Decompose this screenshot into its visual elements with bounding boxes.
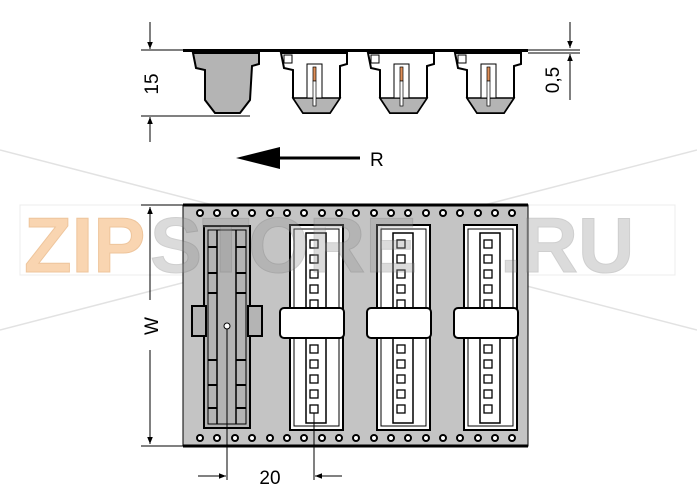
blank-housing-side: [191, 52, 260, 114]
connector-housing-top-1: [279, 224, 345, 480]
housing-side-3: [453, 52, 522, 114]
direction-label: R: [370, 150, 384, 171]
dimension-width: W: [141, 204, 183, 447]
side-view: 15 0,5: [141, 22, 580, 142]
blank-housing-top: [191, 225, 263, 480]
housing-side-2: [366, 52, 435, 114]
svg-text:.RU: .RU: [500, 201, 634, 289]
sprocket-holes: [196, 209, 516, 442]
dimension-width-label: W: [142, 317, 163, 335]
svg-text:STORE: STORE: [150, 201, 417, 289]
connector-housing-top-2: [366, 224, 432, 431]
direction-indicator: R: [236, 147, 384, 171]
dimension-pitch: 20: [198, 468, 342, 489]
top-view: W 20: [141, 203, 529, 489]
svg-text:ZIP: ZIP: [24, 201, 145, 289]
dimension-height-label: 15: [142, 73, 163, 94]
watermark-text: ZIP: [24, 201, 146, 290]
dimension-offset-label: 0,5: [543, 67, 564, 93]
dimension-offset: 0,5: [528, 22, 580, 100]
housing-side-1: [279, 52, 348, 114]
watermark-text-overlay: STORE .RU: [150, 201, 635, 290]
dimension-height: 15: [141, 22, 250, 142]
connector-housing-top-3: [453, 224, 519, 431]
dimension-pitch-label: 20: [259, 468, 280, 489]
